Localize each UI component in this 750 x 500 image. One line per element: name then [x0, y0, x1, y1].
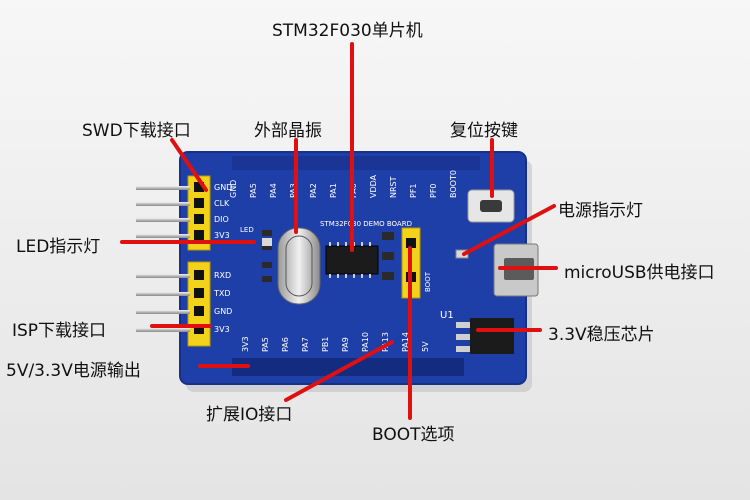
silk-led: LED [240, 226, 254, 234]
silk-isp-pin: GND [214, 307, 232, 316]
label-io: 扩展IO接口 [206, 405, 293, 425]
label-usb: microUSB供电接口 [564, 263, 715, 283]
silk-swd-pin: GND [214, 183, 232, 192]
label-regulator: 3.3V稳压芯片 [548, 325, 655, 345]
label-power-out: 5V/3.3V电源输出 [6, 361, 141, 381]
top-pin-header [232, 156, 480, 170]
label-led: LED指示灯 [16, 237, 101, 257]
silk-isp-pin: 3V3 [214, 325, 230, 334]
silk-bottom-pin: PA14 [401, 332, 410, 352]
silk-swd-pin: CLK [214, 199, 230, 208]
label-isp: ISP下载接口 [12, 321, 107, 341]
label-swd: SWD下载接口 [82, 121, 191, 141]
label-mcu: STM32F030单片机 [272, 21, 423, 41]
silk-swd-pin: DIO [214, 215, 229, 224]
label-reset: 复位按键 [450, 121, 518, 141]
silk-top-pin: PA4 [269, 183, 278, 198]
silk-swd-pin: 3V3 [214, 231, 230, 240]
silk-top-pin: PA2 [309, 183, 318, 198]
silk-u1: U1 [440, 310, 454, 321]
label-boot: BOOT选项 [372, 425, 455, 445]
silk-bottom-pin: PA7 [301, 337, 310, 352]
silk-top-pin: PA3 [289, 183, 298, 198]
silk-top-pin: GND [229, 180, 238, 198]
silk-board-name: STM32F030 DEMO BOARD [320, 220, 412, 228]
user-led [262, 238, 272, 246]
regulator-chip [456, 318, 514, 354]
silk-isp-pin: RXD [214, 271, 231, 280]
silk-top-pin: PF0 [429, 183, 438, 198]
crystal-oscillator [277, 227, 321, 305]
label-crystal: 外部晶振 [254, 121, 322, 141]
silk-bottom-pin: PA9 [341, 337, 350, 352]
silk-bottom-pin: 3V3 [241, 336, 250, 352]
silk-bottom-pin: PA5 [261, 337, 270, 352]
silk-top-pin: PA5 [249, 183, 258, 198]
silk-isp-pin: TXD [213, 289, 231, 298]
silk-top-pin: NRST [389, 176, 398, 198]
silk-boot: BOOT [424, 271, 432, 292]
reset-button [467, 189, 515, 223]
header-pins [136, 186, 190, 332]
silk-top-pin: PA1 [329, 183, 338, 198]
silk-bottom-pin: PA13 [381, 332, 390, 352]
silk-bottom-pin: PA10 [361, 332, 370, 352]
silk-top-pin: VDDA [369, 174, 378, 198]
silk-top-pin: PF1 [409, 183, 418, 198]
silk-top-pin: BOOT0 [449, 170, 458, 198]
callout-pointers [120, 42, 558, 420]
silk-bottom-pin: PB1 [321, 337, 330, 352]
swd-header [187, 175, 211, 251]
label-power-led: 电源指示灯 [558, 201, 643, 221]
silk-bottom-pin: 5V [421, 341, 430, 352]
silk-bottom-pin: PA6 [281, 337, 290, 352]
smd-components [262, 230, 394, 282]
